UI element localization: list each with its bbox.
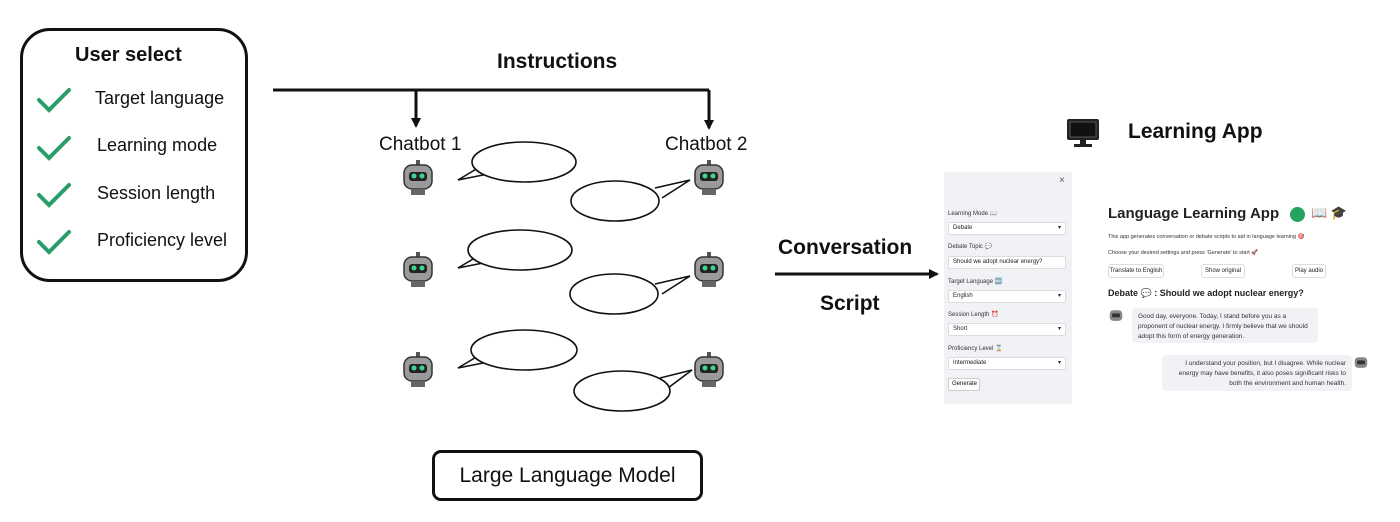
robot-icon (403, 160, 433, 195)
app-screenshot: × Learning Mode 📖 Debate ▾ Debate Topic 💬… (944, 172, 1372, 404)
chat-message: I understand your position, but I disagr… (1162, 355, 1352, 391)
target-language-value: English (953, 293, 973, 299)
green-circle-icon (1290, 207, 1305, 222)
debate-topic-input[interactable]: Should we adopt nuclear energy? (948, 256, 1066, 269)
user-select-title: User select (75, 44, 182, 66)
user-select-box (20, 28, 248, 282)
learning-app-label: Learning App (1128, 120, 1263, 143)
conversation-label: Conversation (778, 236, 913, 259)
chatbot2-label: Chatbot 2 (665, 134, 748, 155)
session-length-label: Session Length ⏰ (948, 312, 999, 318)
translate-button[interactable]: Translate to English (1108, 264, 1164, 278)
proficiency-level-label: Proficiency Level ⌛ (948, 346, 1003, 352)
robot-icon (694, 352, 724, 387)
app-main-title: Language Learning App (1108, 205, 1280, 222)
option-learning-mode: Learning mode (97, 135, 218, 155)
llm-box: Large Language Model (432, 450, 703, 501)
generate-button[interactable]: Generate (948, 378, 980, 391)
chevron-down-icon: ▾ (1057, 326, 1061, 332)
proficiency-level-select[interactable]: Intermediate ▾ (948, 357, 1066, 370)
session-length-value: Short (953, 326, 968, 332)
session-length-select[interactable]: Short ▾ (948, 323, 1066, 336)
show-original-button[interactable]: Show original (1201, 264, 1245, 278)
instructions-label: Instructions (497, 50, 618, 73)
check-icon (37, 183, 71, 208)
monitor-icon (1067, 119, 1099, 147)
check-icon (37, 230, 71, 255)
proficiency-level-value: Intermediate (953, 360, 987, 366)
target-language-label: Target Language 🔤 (948, 279, 1003, 285)
app-instruction: Choose your desired settings and press '… (1108, 250, 1259, 256)
chevron-down-icon: ▾ (1057, 360, 1061, 366)
debate-topic-heading: Debate 💬 : Should we adopt nuclear energ… (1108, 288, 1304, 298)
chat-message: Good day, everyone. Today, I stand befor… (1132, 308, 1318, 343)
learning-mode-label: Learning Mode 📖 (948, 211, 998, 217)
robot-icon (694, 252, 724, 287)
option-session-length: Session length (97, 183, 216, 203)
app-description: This app generates conversation or debat… (1108, 234, 1305, 240)
check-icon (37, 136, 71, 161)
debate-topic-label: Debate Topic 💬 (948, 244, 993, 250)
learning-mode-value: Debate (953, 225, 973, 231)
play-audio-button[interactable]: Play audio (1292, 264, 1326, 278)
sidebar: × Learning Mode 📖 Debate ▾ Debate Topic 💬… (944, 172, 1072, 404)
chevron-down-icon: ▾ (1057, 293, 1061, 299)
chevron-down-icon: ▾ (1057, 225, 1061, 231)
option-target-language: Target language (95, 88, 225, 108)
check-icon (37, 88, 71, 113)
script-label: Script (820, 292, 880, 315)
target-language-select[interactable]: English ▾ (948, 290, 1066, 303)
chatbot1-label: Chatbot 1 (379, 134, 462, 155)
learning-mode-select[interactable]: Debate ▾ (948, 222, 1066, 235)
robot-icon (1109, 310, 1123, 321)
close-icon[interactable]: × (1059, 175, 1065, 186)
option-proficiency-level: Proficiency level (97, 230, 228, 250)
robot-icon (403, 252, 433, 287)
robot-icon (403, 352, 433, 387)
robot-icon (694, 160, 724, 195)
robot-icon (1354, 357, 1368, 368)
book-graduation-icon: 📖 🎓 (1311, 205, 1347, 220)
